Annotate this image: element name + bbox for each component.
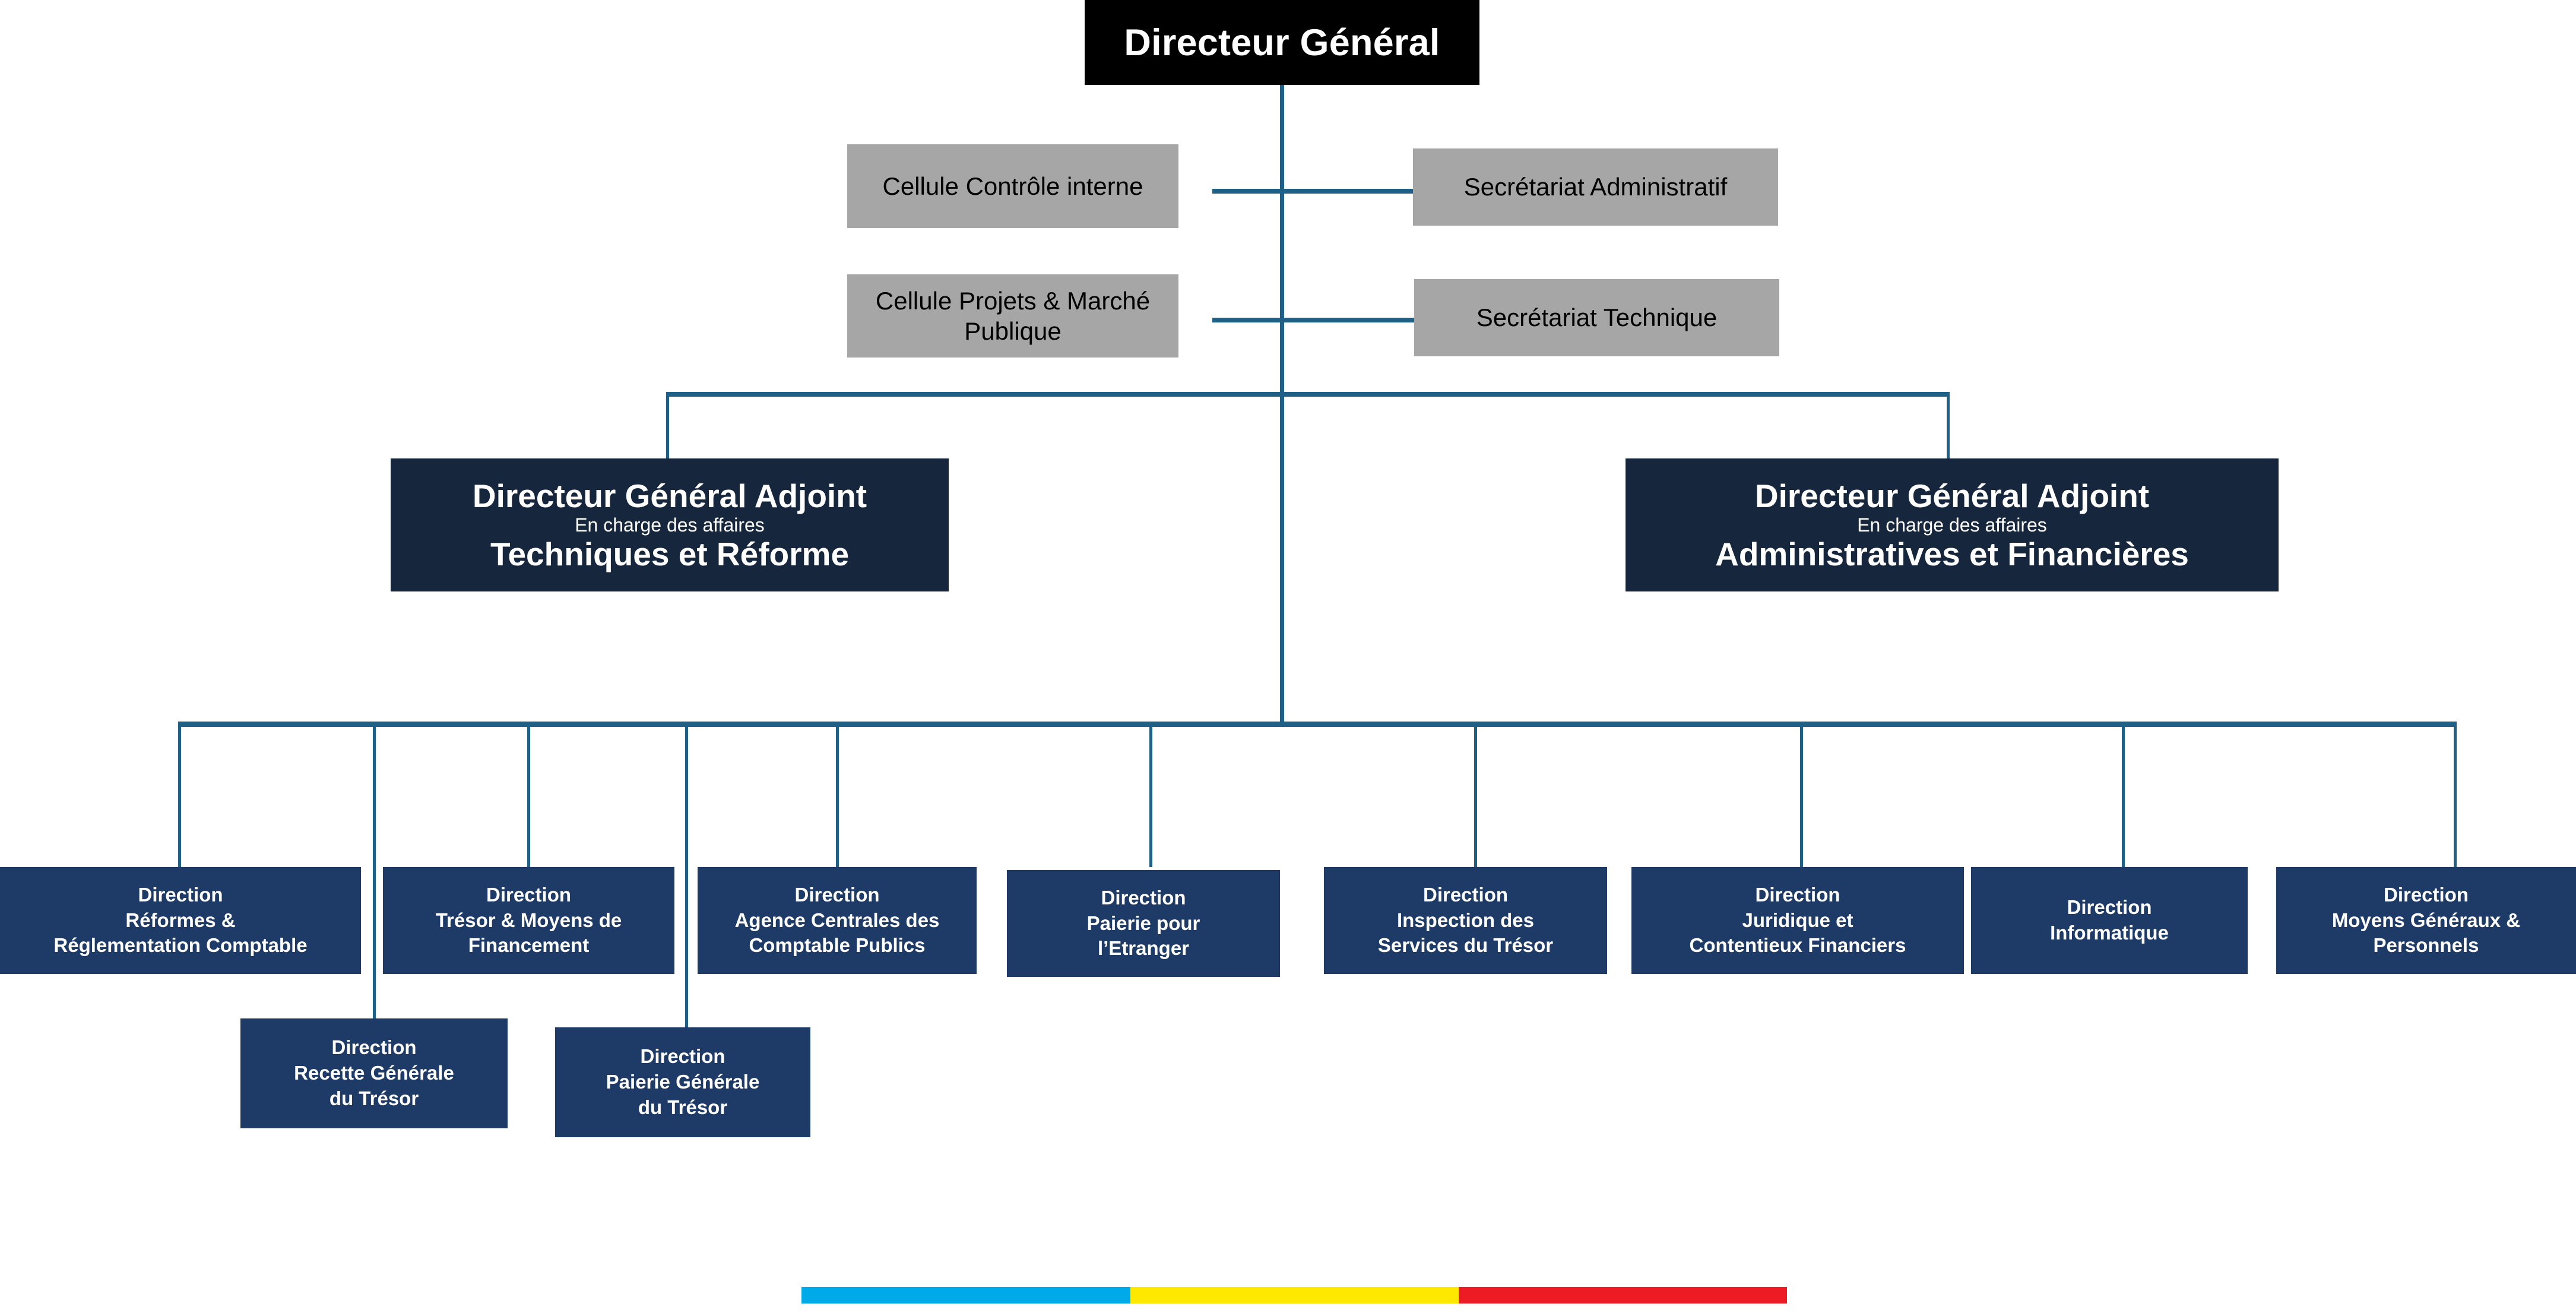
- node-label: Cellule Projets & Marché Publique: [875, 286, 1151, 345]
- node-cellule-projets-marche-publique[interactable]: Cellule Projets & Marché Publique: [847, 274, 1178, 357]
- node-label-line2: En charge des affaires: [1857, 514, 2047, 536]
- node-label-line1: Direction: [486, 883, 572, 906]
- node-label-line2: Paierie pour: [1086, 912, 1200, 934]
- node-directeur-general[interactable]: Directeur Général: [1085, 0, 1479, 85]
- node-label-line2: Juridique et: [1742, 909, 1853, 931]
- node-label-line1: Direction: [331, 1036, 417, 1059]
- connector-direction-drop-7: [2122, 722, 2125, 867]
- connector-direction-drop-1: [178, 722, 181, 867]
- node-label-line1: Directeur Général Adjoint: [472, 477, 867, 514]
- connector-subdirection-drop-2: [685, 722, 688, 1027]
- node-label: Secrétariat Administratif: [1463, 173, 1728, 201]
- connector-root-spine: [1280, 83, 1284, 726]
- flag-segment-red: [1459, 1287, 1787, 1303]
- node-label-line1: Direction: [794, 883, 880, 906]
- connector-staff-row-1: [1212, 189, 1414, 194]
- node-label-line3: Administratives et Financières: [1715, 536, 2189, 573]
- node-label-line2: Trésor & Moyens de: [435, 909, 622, 931]
- node-label-line2: Recette Générale: [294, 1062, 454, 1084]
- node-label-line3: Personnels: [2373, 934, 2479, 957]
- node-secretariat-administratif[interactable]: Secrétariat Administratif: [1413, 148, 1778, 226]
- node-direction-agence-centrales-comptable-publics[interactable]: Direction Agence Centrales des Comptable…: [698, 867, 977, 974]
- node-label: Cellule Contrôle interne: [882, 172, 1143, 200]
- node-dga-administratives-financieres[interactable]: Directeur Général Adjoint En charge des …: [1626, 458, 2279, 591]
- node-label-line2: Agence Centrales des: [734, 909, 940, 931]
- node-direction-recette-generale-tresor[interactable]: Direction Recette Générale du Trésor: [240, 1018, 508, 1128]
- node-label-line3: l’Etranger: [1097, 937, 1190, 960]
- node-label-line1: Direction: [1755, 883, 1840, 906]
- node-direction-informatique[interactable]: Direction Informatique: [1971, 867, 2248, 974]
- node-label-line1: Direction: [138, 883, 223, 906]
- node-direction-tresor-moyens-financement[interactable]: Direction Trésor & Moyens de Financement: [383, 867, 674, 974]
- node-label-line3: du Trésor: [638, 1096, 728, 1118]
- node-direction-reformes-reglementation-comptable[interactable]: Direction Réformes & Réglementation Comp…: [0, 867, 361, 974]
- node-label-line3: Comptable Publics: [749, 934, 926, 957]
- node-direction-juridique-contentieux-financiers[interactable]: Direction Juridique et Contentieux Finan…: [1631, 867, 1964, 974]
- node-label-line2: Réformes &: [125, 909, 236, 931]
- connector-direction-drop-8: [2454, 722, 2457, 867]
- connector-subdirection-drop-1: [373, 722, 376, 1018]
- node-direction-inspection-services-tresor[interactable]: Direction Inspection des Services du Tré…: [1324, 867, 1607, 974]
- node-label: Secrétariat Technique: [1476, 303, 1718, 332]
- node-direction-paierie-etranger[interactable]: Direction Paierie pour l’Etranger: [1007, 870, 1280, 977]
- connector-direction-bus: [178, 722, 2457, 727]
- connector-deputy-bus: [666, 392, 1950, 397]
- node-direction-moyens-generaux-personnels[interactable]: Direction Moyens Généraux & Personnels: [2276, 867, 2576, 974]
- connector-direction-drop-5: [1474, 722, 1477, 867]
- connector-deputy-left-drop: [666, 392, 669, 458]
- connector-direction-drop-4: [1149, 722, 1152, 867]
- node-label-line3: Réglementation Comptable: [53, 934, 308, 957]
- node-dga-techniques-reforme[interactable]: Directeur Général Adjoint En charge des …: [391, 458, 949, 591]
- node-label-line1: Direction: [1101, 886, 1186, 909]
- node-label: Directeur Général: [1124, 21, 1440, 64]
- connector-direction-drop-6: [1800, 722, 1803, 867]
- node-label-line3: Services du Trésor: [1377, 934, 1554, 957]
- connector-direction-drop-2: [527, 722, 530, 867]
- connector-direction-drop-3: [836, 722, 839, 867]
- node-cellule-controle-interne[interactable]: Cellule Contrôle interne: [847, 144, 1178, 228]
- node-direction-paierie-generale-tresor[interactable]: Direction Paierie Générale du Trésor: [555, 1027, 810, 1137]
- node-label-line2: Informatique: [2050, 922, 2169, 944]
- node-label-line2: Inspection des: [1396, 909, 1535, 931]
- node-label-line1: Direction: [2383, 883, 2469, 906]
- node-label-line2: Moyens Généraux &: [2331, 909, 2521, 931]
- node-label-line3: du Trésor: [329, 1087, 419, 1109]
- node-label-line3: Techniques et Réforme: [490, 536, 850, 573]
- connector-staff-row-2: [1212, 318, 1414, 322]
- flag-segment-blue: [801, 1287, 1131, 1303]
- node-label-line1: Direction: [2067, 896, 2152, 919]
- connector-deputy-right-drop: [1947, 392, 1950, 458]
- node-label-line2: En charge des affaires: [575, 514, 765, 536]
- flag-bar: [801, 1287, 1787, 1303]
- node-label-line3: Financement: [468, 934, 590, 957]
- node-label-line1: Direction: [1422, 883, 1509, 906]
- node-label-line3: Contentieux Financiers: [1689, 934, 1906, 957]
- node-label-line1: Direction: [640, 1045, 725, 1068]
- flag-segment-yellow: [1130, 1287, 1459, 1303]
- node-secretariat-technique[interactable]: Secrétariat Technique: [1414, 279, 1779, 356]
- node-label-line2: Paierie Générale: [606, 1071, 760, 1093]
- node-label-line1: Directeur Général Adjoint: [1754, 477, 2150, 514]
